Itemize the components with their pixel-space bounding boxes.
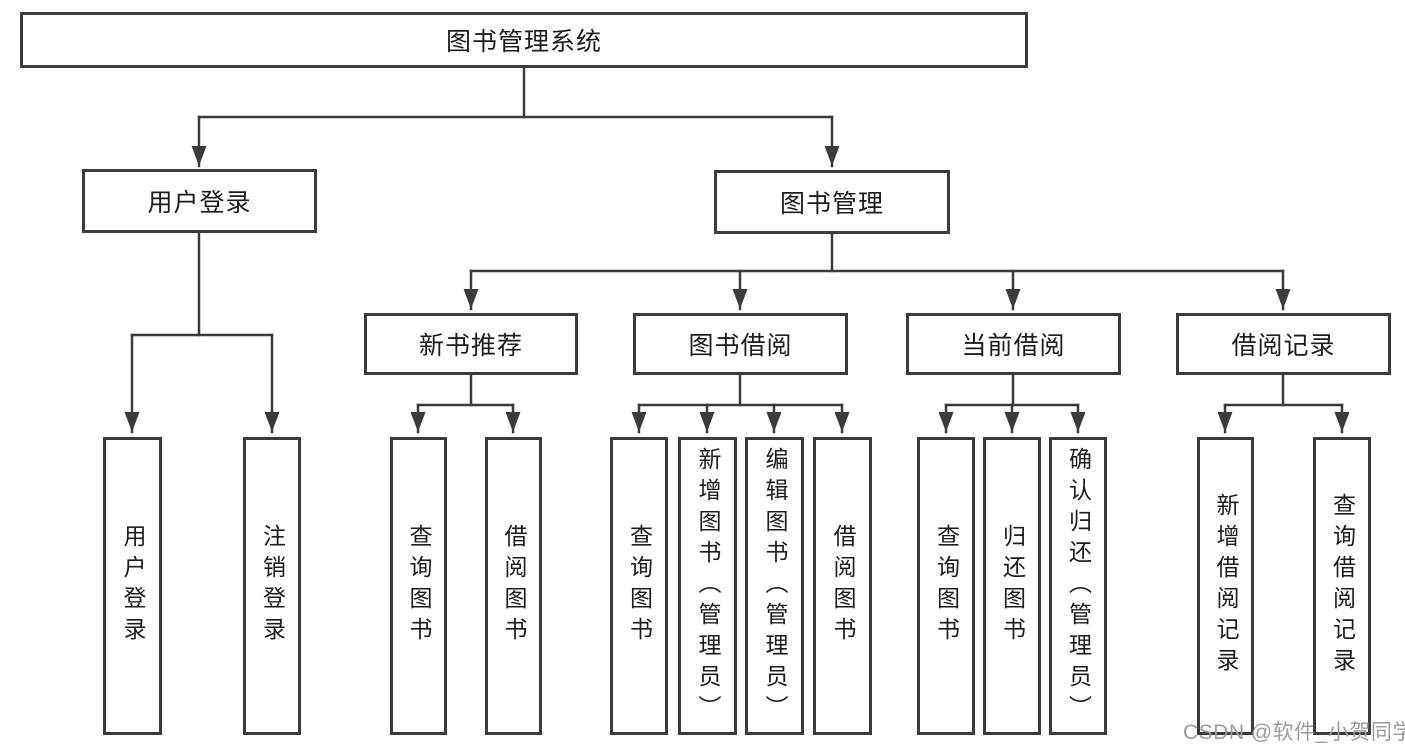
leaf-logout-login: 注销登录 [243,437,301,735]
node-label: 图书管理 [779,190,884,218]
node-library-system: 图书管理系统 [20,12,1028,68]
leaf-return-book: 归还图书 [983,437,1041,735]
leaf-label: 查询图书 [933,524,960,648]
leaf-label: 确认归还（管理员） [1065,446,1092,726]
leaf-query-borrow-record: 查询借阅记录 [1313,437,1371,735]
leaf-query-books-current: 查询图书 [917,437,975,735]
leaf-confirm-return-admin: 确认归还（管理员） [1049,437,1107,735]
leaf-label: 查询图书 [626,524,653,648]
leaf-label: 用户登录 [120,524,146,648]
node-new-book-recommend: 新书推荐 [364,313,578,375]
node-label: 图书借阅 [688,332,793,360]
leaf-label: 新增借阅记录 [1213,493,1239,679]
leaf-add-book-admin: 新增图书（管理员） [678,437,737,735]
leaf-borrow-books: 借阅图书 [813,437,872,735]
leaf-edit-book-admin: 编辑图书（管理员） [745,437,804,735]
node-book-borrow: 图书借阅 [633,313,848,375]
leaf-label: 新增图书（管理员） [695,446,721,726]
leaf-label: 注销登录 [259,524,286,648]
node-borrow-records: 借阅记录 [1176,313,1391,375]
node-label: 借阅记录 [1231,332,1336,360]
leaf-label: 查询借阅记录 [1329,493,1356,679]
node-current-borrow: 当前借阅 [906,313,1121,375]
node-user-login: 用户登录 [82,169,317,233]
leaf-user-login: 用户登录 [103,437,162,735]
node-label: 用户登录 [147,189,252,217]
leaf-label: 查询图书 [406,524,432,648]
leaf-add-borrow-record: 新增借阅记录 [1197,437,1254,735]
leaf-label: 编辑图书（管理员） [762,446,788,726]
leaf-label: 借阅图书 [501,524,527,648]
node-label: 新书推荐 [418,332,523,360]
leaf-query-books-borrow: 查询图书 [610,437,668,735]
leaf-query-books-recommend: 查询图书 [390,437,447,735]
node-book-management: 图书管理 [714,170,950,234]
node-label: 当前借阅 [961,332,1066,360]
leaf-label: 借阅图书 [830,524,856,648]
leaf-label: 归还图书 [999,524,1026,648]
node-label: 图书管理系统 [445,28,602,56]
leaf-borrow-books-recommend: 借阅图书 [485,437,542,735]
csdn-watermark: CSDN @软件_小贺同学 [1183,721,1405,744]
